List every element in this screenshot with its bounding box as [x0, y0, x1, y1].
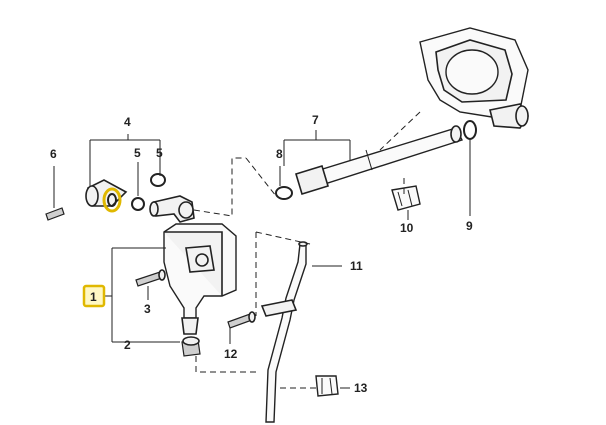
screw-12: [227, 311, 256, 329]
callout-13: 13: [354, 381, 368, 395]
screw-6: [45, 207, 65, 221]
callout-1-highlight-box: [82, 284, 106, 308]
assembly-lines: [193, 111, 421, 389]
screw-3: [135, 269, 166, 287]
callout-11: 11: [350, 259, 363, 273]
tube-11: [260, 241, 308, 423]
o-ring-9: [463, 120, 477, 140]
callout-10: 10: [400, 221, 414, 235]
callout-labels: 1 2 3 4 5 5 6 7 8 9 10 11 12 13: [50, 113, 473, 395]
o-ring-8: [275, 186, 293, 200]
thermostat-housing: [419, 27, 529, 129]
o-ring-5b: [150, 173, 166, 187]
o-ring-5a: [131, 197, 145, 211]
callout-4: 4: [124, 115, 131, 129]
callout-5b: 5: [156, 146, 163, 160]
leader-lines: [53, 130, 471, 389]
callout-5a: 5: [134, 146, 141, 160]
callout-12: 12: [224, 347, 238, 361]
callout-1: 1: [90, 290, 97, 304]
callout-7: 7: [312, 113, 319, 127]
expansion-tank: [163, 223, 237, 335]
highlighted-ring-1: [102, 187, 122, 213]
callout-6: 6: [50, 147, 57, 161]
clip-13: [315, 375, 339, 397]
callout-9: 9: [466, 219, 473, 233]
coolant-pipe-7: [295, 125, 463, 196]
callout-2: 2: [124, 338, 131, 352]
callout-8: 8: [276, 147, 283, 161]
callout-3: 3: [144, 302, 151, 316]
elbow-pipe: [149, 195, 195, 223]
clip-10: [391, 185, 421, 211]
cap-2: [181, 336, 201, 357]
